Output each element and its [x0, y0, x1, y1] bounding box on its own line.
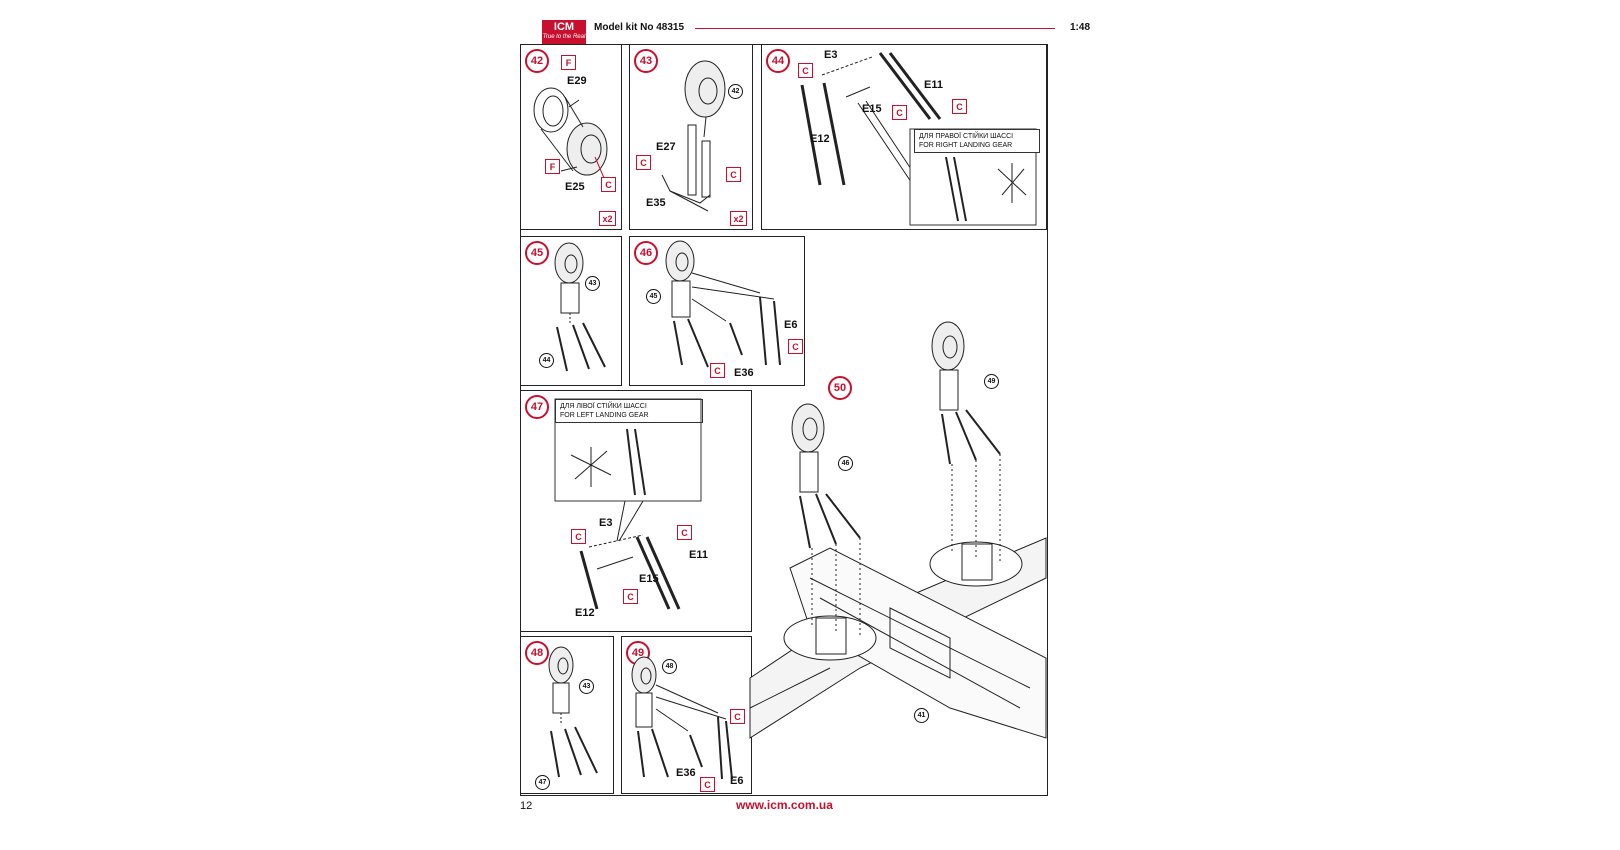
quantity-badge: x2: [730, 211, 747, 226]
cement-tag: F: [561, 55, 576, 70]
logo-text: ICM: [553, 21, 575, 33]
icm-logo: ICM True to the Real: [542, 20, 586, 44]
page-header: ICM True to the Real Model kit No 48315 …: [540, 18, 1090, 44]
gear-with-braces-drawing: [631, 656, 733, 780]
cement-tag: C: [677, 525, 692, 540]
step-50-area: 50: [749, 238, 1047, 794]
step-reference: 42: [728, 84, 743, 99]
scale-label: 1:48: [1069, 22, 1090, 33]
step-43-badge: 43: [634, 49, 658, 73]
step-44-badge: 44: [766, 49, 790, 73]
website-link[interactable]: www.icm.com.ua: [736, 798, 833, 812]
part-label-e36: E36: [676, 767, 696, 779]
part-label-e11: E11: [924, 79, 943, 91]
part-label-e12: E12: [810, 133, 830, 145]
header-divider: [695, 28, 1055, 29]
page-number: 12: [520, 800, 533, 812]
wheel-and-strut-drawing: [661, 60, 726, 212]
instruction-sheet: ICM True to the Real Model kit No 48315 …: [520, 18, 1090, 844]
cement-tag: F: [545, 159, 560, 174]
step-48-panel: 48 43 47: [520, 636, 614, 794]
cement-tag: C: [601, 177, 616, 192]
cement-tag: C: [571, 529, 586, 544]
step-reference: 47: [535, 775, 550, 790]
cement-tag: C: [788, 339, 803, 354]
step-46-badge: 46: [634, 241, 658, 265]
cement-tag: C: [700, 777, 715, 792]
step-reference: 41: [914, 708, 929, 723]
cement-tag: C: [623, 589, 638, 604]
quantity-badge: x2: [599, 211, 616, 226]
part-label-e25: E25: [565, 181, 585, 193]
note-ua: ДЛЯ ЛІВОЇ СТІЙКИ ШАССІ: [560, 403, 647, 410]
cement-tag: C: [726, 167, 741, 182]
part-label-e3: E3: [824, 49, 838, 61]
cement-tag: C: [952, 99, 967, 114]
part-label-e36: E36: [734, 367, 754, 379]
step-reference: 46: [838, 456, 853, 471]
left-gear-detail-drawing: [554, 398, 702, 610]
cement-tag: C: [730, 709, 745, 724]
aircraft-gear-installation-drawing: [749, 321, 1047, 739]
logo-tagline: True to the Real: [542, 34, 586, 40]
kit-number: Model kit No 48315: [594, 22, 685, 33]
wheel-halves-drawing: [533, 87, 608, 186]
gear-assembly-drawing: [548, 646, 598, 778]
part-label-e12: E12: [575, 607, 595, 619]
note-ua: ДЛЯ ПРАВОЇ СТІЙКИ ШАССІ: [919, 133, 1014, 140]
part-label-e6: E6: [784, 319, 798, 331]
step-45-badge: 45: [525, 241, 549, 265]
right-gear-detail-drawing: [945, 156, 1027, 222]
right-gear-note: ДЛЯ ПРАВОЇ СТІЙКИ ШАССІ FOR RIGHT LANDIN…: [914, 129, 1040, 153]
part-label-e3: E3: [599, 517, 613, 529]
step-reference: 49: [984, 374, 999, 389]
step-46-panel: 46 45 E6 C C E36: [629, 236, 805, 386]
cement-tag: C: [636, 155, 651, 170]
step-45-panel: 45 43 44: [520, 236, 622, 386]
step-47-badge: 47: [525, 395, 549, 419]
step-42-badge: 42: [525, 49, 549, 73]
step-reference: 45: [646, 289, 661, 304]
step-47-panel: 47 ДЛЯ ЛІВОЇ СТІЙКИ ШАССІ FOR LEFT LANDI…: [520, 390, 752, 632]
step-44-panel: 44 E3 C C E11 E15 C E12 ДЛЯ ПРАВОЇ СТІЙК…: [761, 44, 1047, 230]
note-en: FOR RIGHT LANDING GEAR: [919, 142, 1013, 149]
part-label-e27: E27: [656, 141, 676, 153]
step-49-panel: 49 48 C E36 E6 C: [621, 636, 752, 794]
note-en: FOR LEFT LANDING GEAR: [560, 412, 649, 419]
cement-tag: C: [710, 363, 725, 378]
step-reference: 43: [579, 679, 594, 694]
step-48-badge: 48: [525, 641, 549, 665]
part-label-e6: E6: [730, 775, 744, 787]
part-label-e15: E15: [639, 573, 659, 585]
part-label-e29: E29: [567, 75, 587, 87]
cement-tag: C: [892, 105, 907, 120]
gear-with-braces-drawing: [665, 240, 781, 368]
step-reference: 48: [662, 659, 677, 674]
step-reference: 44: [539, 353, 554, 368]
gear-assembly-drawing: [554, 242, 606, 372]
step-43-panel: 43 42 E27 C C E35 x2: [629, 44, 753, 230]
part-label-e11: E11: [689, 549, 708, 561]
part-label-e35: E35: [646, 197, 666, 209]
part-label-e15: E15: [862, 103, 882, 115]
step-42-panel: 42 F E29 F E25 C x2: [520, 44, 622, 230]
cement-tag: C: [798, 63, 813, 78]
step-reference: 43: [585, 276, 600, 291]
step-50-badge: 50: [828, 376, 852, 400]
